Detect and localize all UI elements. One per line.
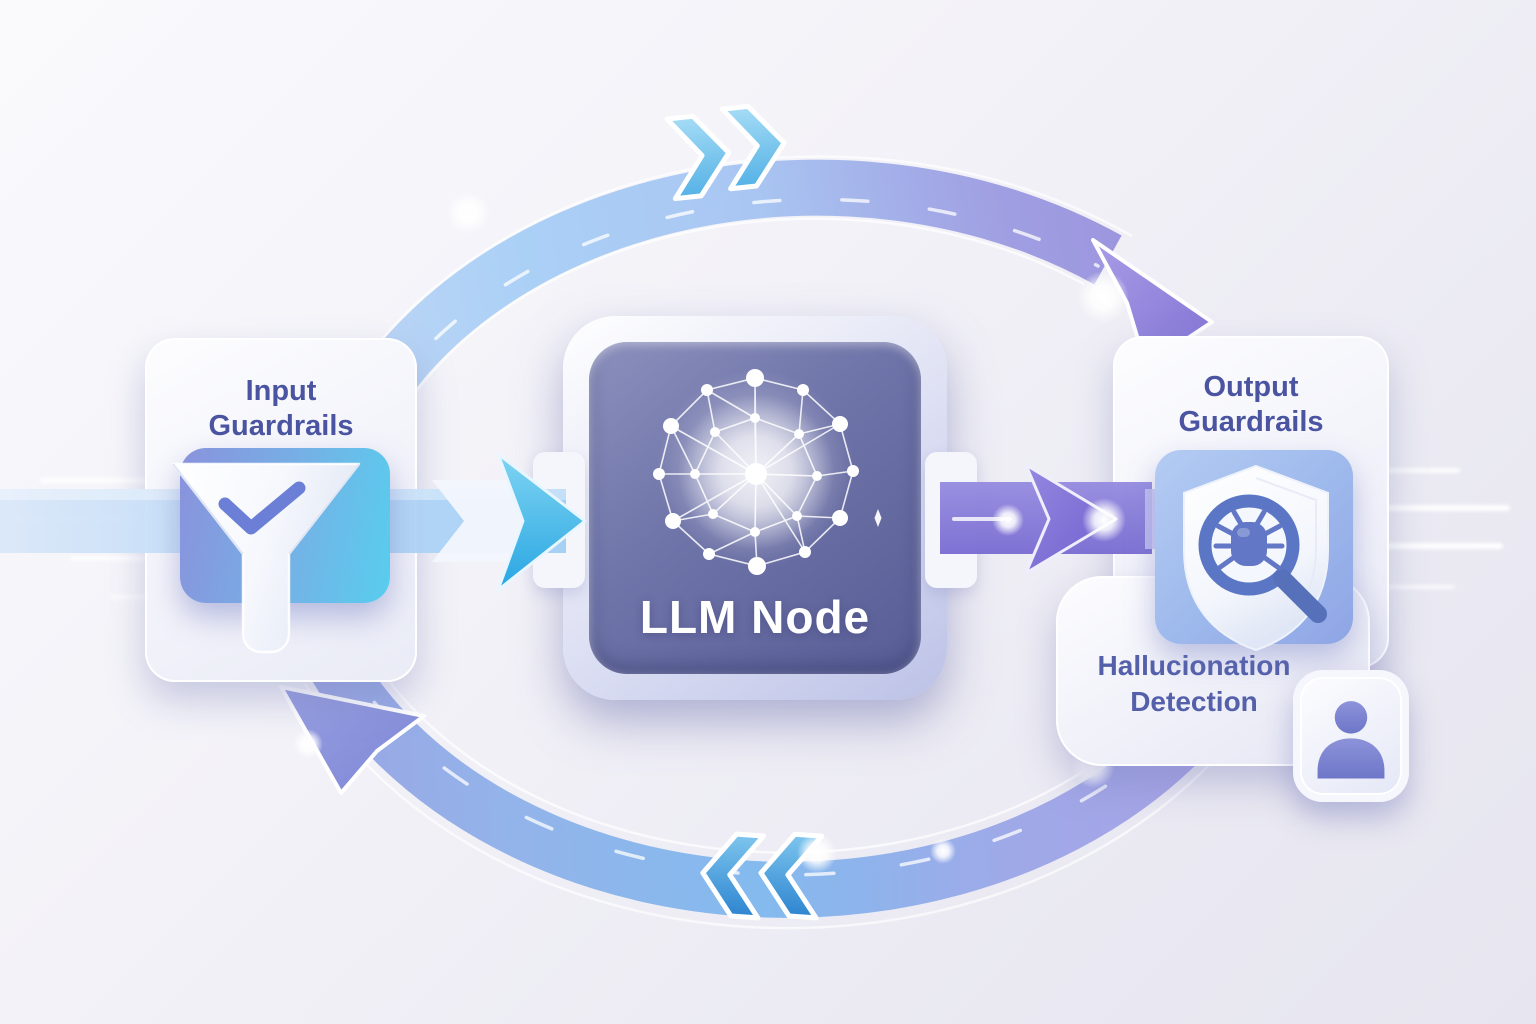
arc-bottom-dashes	[343, 648, 1240, 877]
llm-node-panel: LLM Node	[589, 342, 921, 674]
chevron-right-icon	[719, 103, 787, 192]
chevron-left-icon	[700, 831, 767, 921]
user-badge	[1293, 670, 1409, 802]
sparkle	[1077, 271, 1129, 323]
chevron-right-icon	[664, 113, 732, 202]
sparkle	[293, 729, 323, 759]
sparkle	[446, 191, 490, 235]
magnifier-bug	[1198, 494, 1327, 623]
llm-node-card: LLM Node	[563, 316, 947, 700]
user-icon	[1317, 701, 1385, 779]
bug-icon	[1213, 509, 1285, 571]
neural-network-icon	[653, 369, 859, 575]
sparkle	[797, 833, 837, 873]
band-tab-left	[533, 452, 585, 588]
chevrons-return	[700, 831, 825, 921]
output-guardrails-title: Output Guardrails	[1178, 371, 1324, 439]
shield-bug-scan-icon	[1183, 464, 1329, 652]
chevrons-forward	[664, 103, 787, 202]
arc-bottom-outline-outer	[303, 669, 1281, 930]
arrow-up-left-icon	[279, 685, 426, 795]
input-guardrails-title: Input Guardrails	[208, 375, 354, 443]
funnel-check-icon	[171, 462, 361, 654]
check-mark	[218, 481, 306, 535]
sparkle	[930, 838, 956, 864]
llm-node-label: LLM Node	[639, 591, 871, 643]
arc-top-dashes	[328, 197, 1100, 574]
band-tab-right	[925, 452, 977, 588]
hallucination-label: Hallucionation Detection	[1097, 650, 1291, 718]
